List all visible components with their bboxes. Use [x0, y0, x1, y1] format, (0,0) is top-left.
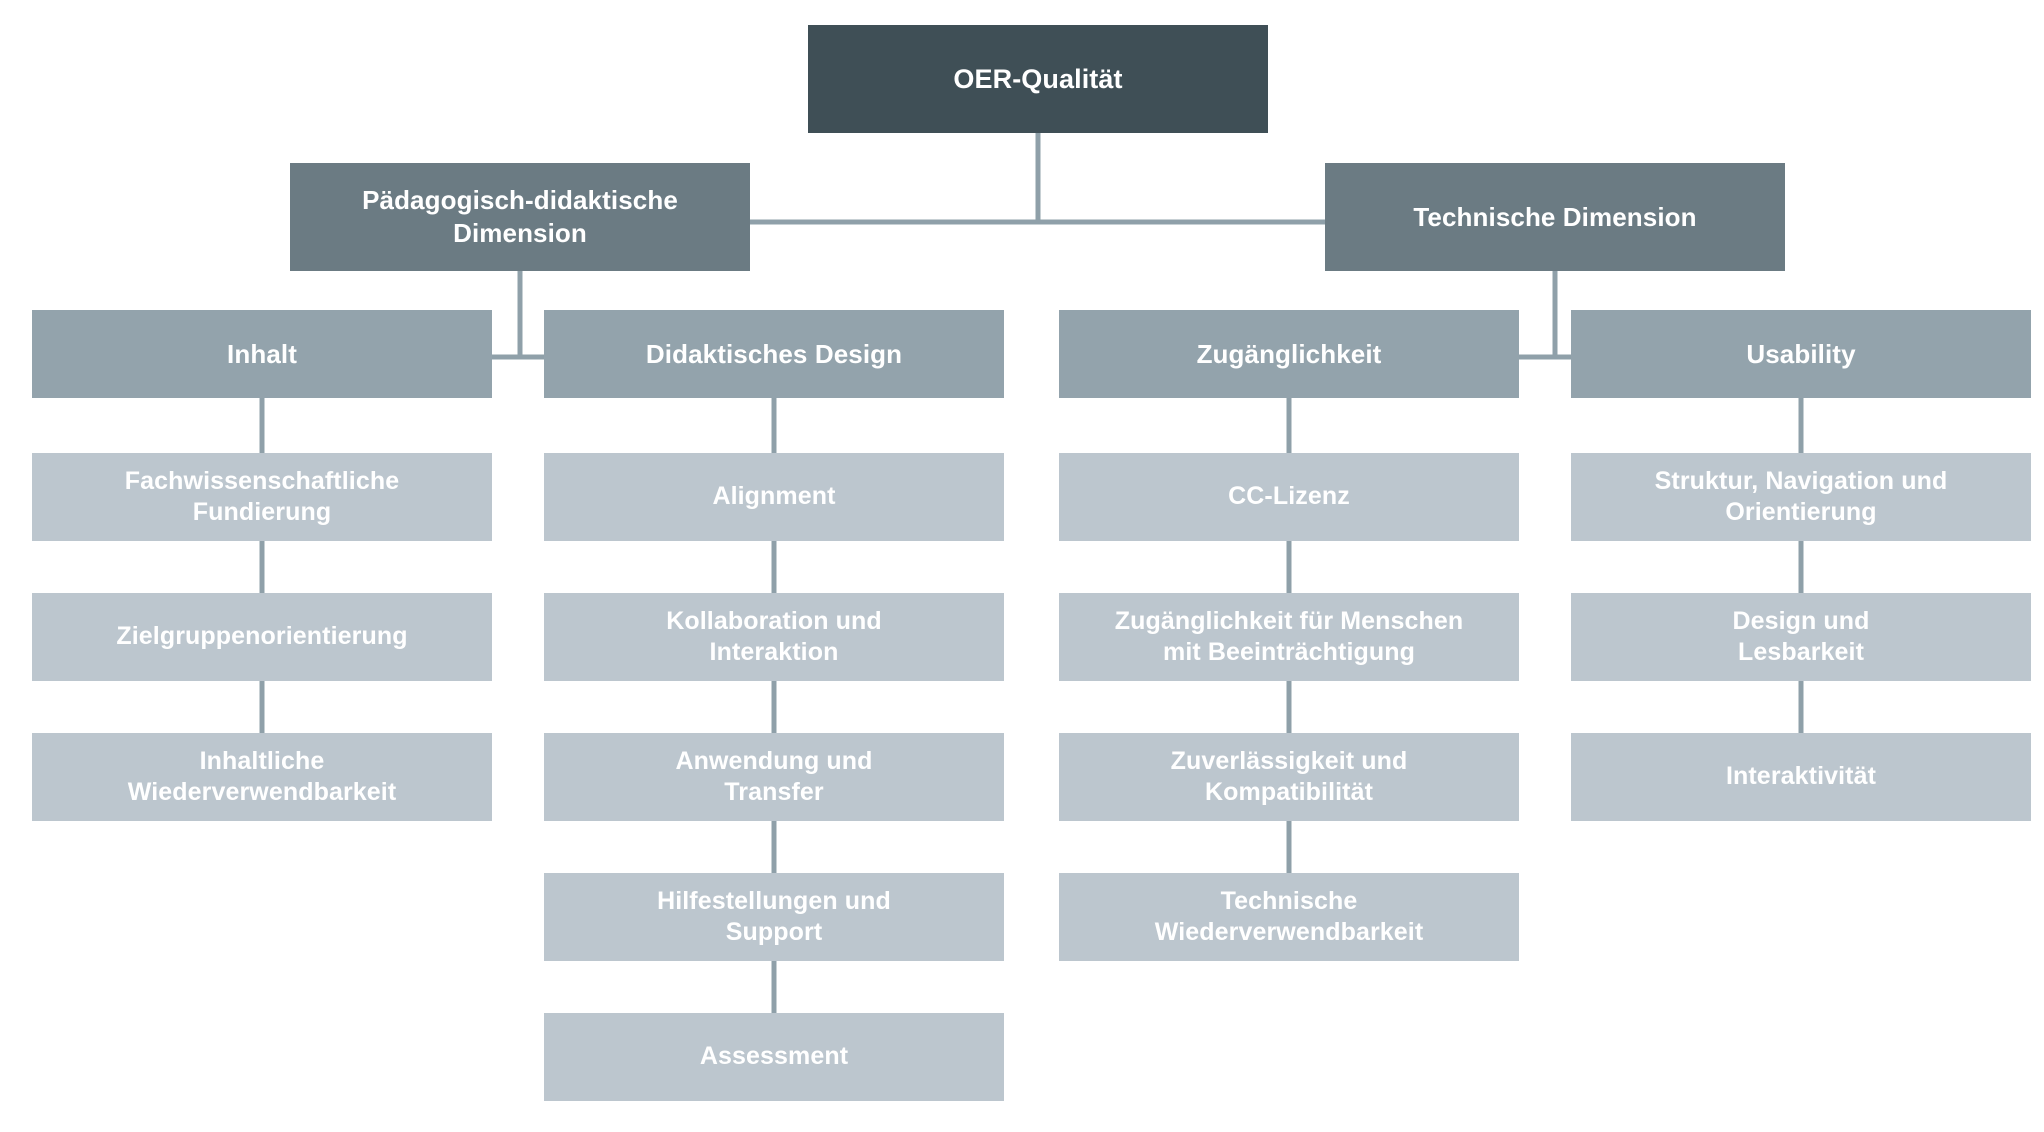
node-zuverlaessigkeit-und-kompatibilitaet: Zuverlässigkeit und Kompatibilität: [1059, 733, 1519, 821]
node-struktur-navigation-und-orientierung-label: Struktur, Navigation und Orientierung: [1654, 466, 1948, 527]
node-zugaenglichkeit-label: Zugänglichkeit: [1196, 338, 1382, 369]
node-zielgruppenorientierung-label: Zielgruppenorientierung: [116, 622, 408, 651]
node-paedagogisch-didaktische-dimension: Pädagogisch-didaktische Dimension: [290, 163, 750, 271]
node-hilfestellungen-und-support: Hilfestellungen und Support: [544, 873, 1004, 961]
node-oer-qualitaet: OER-Qualität: [808, 25, 1268, 133]
node-anwendung-und-transfer: Anwendung und Transfer: [544, 733, 1004, 821]
node-design-und-lesbarkeit: Design und Lesbarkeit: [1571, 593, 2031, 681]
node-design-und-lesbarkeit-label: Design und Lesbarkeit: [1732, 606, 1870, 667]
node-alignment-label: Alignment: [712, 482, 836, 511]
node-inhaltliche-wiederverwendbarkeit: Inhaltliche Wiederverwendbarkeit: [32, 733, 492, 821]
node-struktur-navigation-und-orientierung: Struktur, Navigation und Orientierung: [1571, 453, 2031, 541]
node-inhaltliche-wiederverwendbarkeit-label: Inhaltliche Wiederverwendbarkeit: [127, 746, 397, 807]
node-hilfestellungen-und-support-label: Hilfestellungen und Support: [657, 886, 891, 947]
node-kollaboration-und-interaktion-label: Kollaboration und Interaktion: [666, 606, 882, 667]
node-oer-qualitaet-label: OER-Qualität: [953, 63, 1123, 94]
node-technische-dimension: Technische Dimension: [1325, 163, 1785, 271]
node-usability: Usability: [1571, 310, 2031, 398]
node-technische-dimension-label: Technische Dimension: [1413, 201, 1697, 232]
node-cc-lizenz-label: CC-Lizenz: [1228, 482, 1350, 511]
node-fachwissenschaftliche-fundierung: Fachwissenschaftliche Fundierung: [32, 453, 492, 541]
node-zugaenglichkeit-fuer-menschen-mit-beeintraechtigung: Zugänglichkeit für Menschen mit Beeinträ…: [1059, 593, 1519, 681]
node-interaktivitaet: Interaktivität: [1571, 733, 2031, 821]
node-technische-wiederverwendbarkeit-label: Technische Wiederverwendbarkeit: [1154, 886, 1424, 947]
node-didaktisches-design-label: Didaktisches Design: [645, 338, 903, 369]
node-alignment: Alignment: [544, 453, 1004, 541]
node-didaktisches-design: Didaktisches Design: [544, 310, 1004, 398]
node-zugaenglichkeit: Zugänglichkeit: [1059, 310, 1519, 398]
node-cc-lizenz: CC-Lizenz: [1059, 453, 1519, 541]
node-zugaenglichkeit-fuer-menschen-mit-beeintraechtigung-label: Zugänglichkeit für Menschen mit Beeinträ…: [1114, 606, 1464, 667]
node-anwendung-und-transfer-label: Anwendung und Transfer: [675, 746, 873, 807]
node-interaktivitaet-label: Interaktivität: [1725, 762, 1877, 791]
node-zuverlaessigkeit-und-kompatibilitaet-label: Zuverlässigkeit und Kompatibilität: [1170, 746, 1408, 807]
node-kollaboration-und-interaktion: Kollaboration und Interaktion: [544, 593, 1004, 681]
node-inhalt-label: Inhalt: [227, 338, 297, 369]
node-fachwissenschaftliche-fundierung-label: Fachwissenschaftliche Fundierung: [124, 466, 400, 527]
node-zielgruppenorientierung: Zielgruppenorientierung: [32, 593, 492, 681]
node-technische-wiederverwendbarkeit: Technische Wiederverwendbarkeit: [1059, 873, 1519, 961]
node-assessment-label: Assessment: [699, 1042, 849, 1071]
node-assessment: Assessment: [544, 1013, 1004, 1101]
node-usability-label: Usability: [1746, 338, 1856, 369]
node-inhalt: Inhalt: [32, 310, 492, 398]
node-paedagogisch-didaktische-dimension-label: Pädagogisch-didaktische Dimension: [362, 185, 678, 248]
